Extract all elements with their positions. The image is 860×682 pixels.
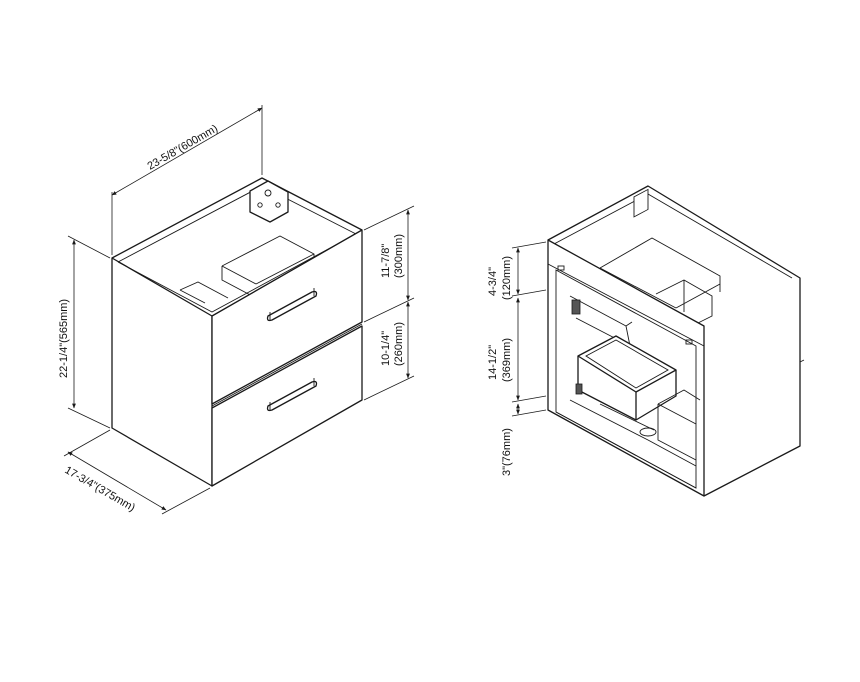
bottom-compartment <box>555 389 701 489</box>
inner-bottom-dimension: 3"(76mm) <box>501 403 547 476</box>
back-corner-block <box>633 188 649 218</box>
cabinet-back-panel <box>111 177 363 263</box>
bottom-drawer-dimension: 10-1/4" (260mm) <box>363 301 415 401</box>
width-dimension-label: 23-5/8"(600mm) <box>146 123 221 173</box>
inner-mid-dimension-mm: (369mm) <box>501 338 513 382</box>
closed-cabinet-view: 23-5/8"(600mm) 22-1/4"(565mm) 17-3/4"(37… <box>58 105 415 515</box>
pulled-drawer-box <box>575 335 677 421</box>
inner-top-dimension-mm: (120mm) <box>501 256 513 300</box>
depth-dimension-label: 17-3/4"(375mm) <box>63 464 138 514</box>
height-dimension-label: 22-1/4"(565mm) <box>58 299 70 378</box>
top-drawer-dimension-mm: (300mm) <box>393 234 405 278</box>
top-drawer-dimension: 11-7/8" (300mm) <box>363 205 415 323</box>
cabinet-left-side <box>111 257 213 487</box>
inner-top-dimension-inch: 4-3/4" <box>487 267 499 296</box>
bottom-drawer-dimension-mm: (260mm) <box>393 322 405 366</box>
bottom-drawer-dimension-inch: 10-1/4" <box>380 331 392 366</box>
bottom-drawer <box>211 325 363 487</box>
mounting-bracket <box>249 180 289 223</box>
height-dimension: 22-1/4"(565mm) <box>58 235 111 429</box>
top-drawer <box>211 229 363 405</box>
top-drawer-dimension-inch: 11-7/8" <box>380 244 392 278</box>
open-cabinet-view: 4-3/4" (120mm) 14-1/2" (369mm) 3"(76mm) <box>487 185 805 497</box>
inner-mid-dimension-inch: 14-1/2" <box>487 345 499 380</box>
drain-opening <box>639 427 657 437</box>
inner-top-dimension: 4-3/4" (120mm) <box>487 241 547 300</box>
width-dimension: 23-5/8"(600mm) <box>111 105 263 255</box>
inner-bottom-dimension-label: 3"(76mm) <box>501 428 513 476</box>
inner-mid-dimension: 14-1/2" (369mm) <box>487 297 547 403</box>
